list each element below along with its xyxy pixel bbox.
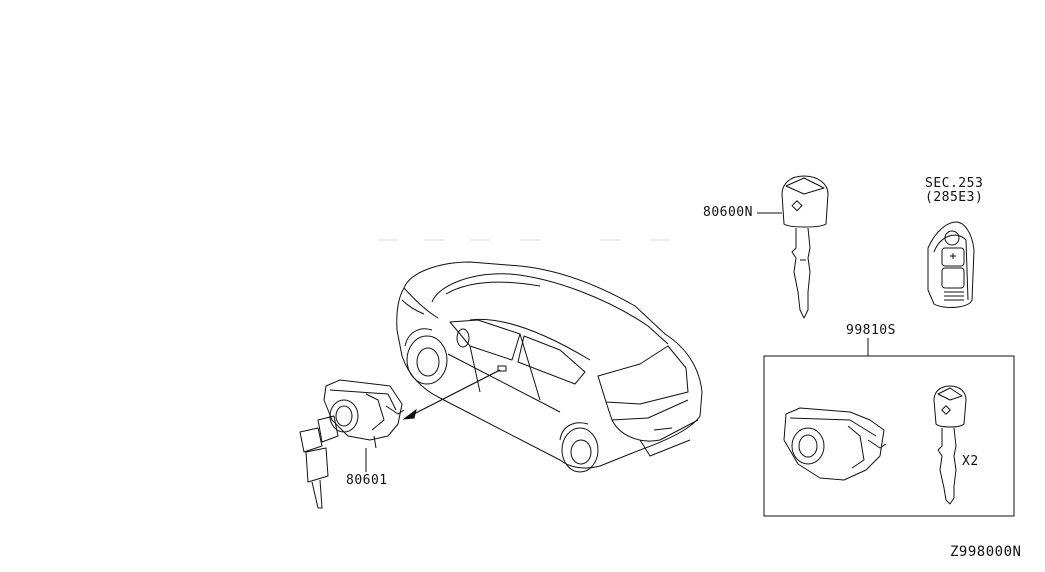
diagram-code: Z998000N [950,544,1022,560]
section-reference-line-2: (285E3) [925,190,984,205]
kit-key-quantity: X2 [962,454,979,469]
kit-part-number: 99810S [846,323,896,338]
kit-box [764,356,1014,516]
key-part [782,176,828,318]
kit-key-part [934,386,966,504]
cylinder-part-number: 80601 [346,473,388,488]
section-reference: SEC.253 (285E3) [925,177,983,205]
vehicle-illustration [397,262,702,472]
key-part-number: 80600N [703,205,753,220]
kit-cylinder-part [784,408,886,480]
section-reference-line-1: SEC.253 [925,176,984,191]
ignition-cylinder-part [300,380,404,508]
remote-fob-part [928,222,974,307]
location-arrow [404,370,500,419]
